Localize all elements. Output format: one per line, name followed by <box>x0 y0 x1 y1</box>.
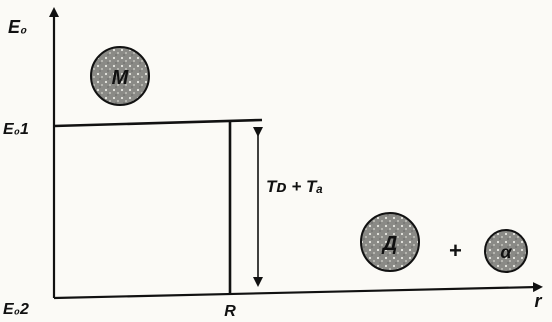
upper-level-line <box>53 118 263 128</box>
daughter-nucleus: Д <box>360 212 420 272</box>
lower-level-label: E₀2 <box>3 301 29 318</box>
energy-gap-label: Tᴅ + Tₐ <box>266 177 323 196</box>
alpha-particle: α <box>484 229 528 273</box>
x-axis-label: r <box>534 291 542 311</box>
y-axis-label: E₀ <box>8 17 27 37</box>
upper-level-label: E₀1 <box>3 121 29 138</box>
parent-label: M <box>112 67 130 89</box>
alpha-label: α <box>500 242 512 262</box>
r-marker-label: R <box>224 303 236 320</box>
plus-sign: + <box>449 238 462 263</box>
daughter-label: Д <box>381 233 397 255</box>
x-axis <box>53 282 543 300</box>
parent-nucleus: M <box>90 46 150 106</box>
